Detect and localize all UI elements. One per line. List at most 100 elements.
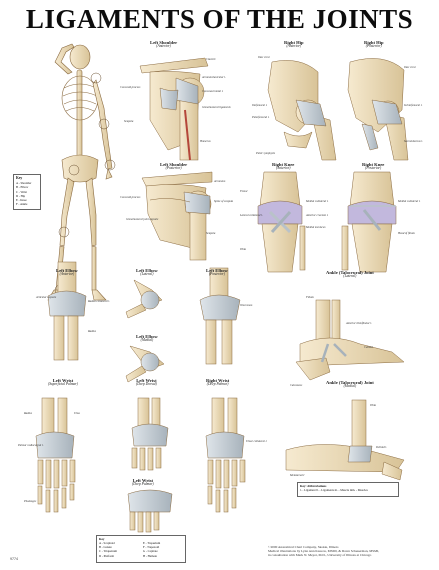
abbreviations-key: Key: Abbreviations l. - Ligament ll. - L… (297, 482, 399, 497)
knee-posterior-illustration (341, 171, 397, 273)
key-item: E - Knee (16, 198, 27, 203)
heading-right-hip-posterior: Right Hip(Posterior) (364, 40, 384, 49)
label: Coracoid process (120, 85, 141, 89)
joint-markers (54, 72, 116, 296)
heading-ankle-medial: Ankle (Talocrural) Joint(Medial) (326, 380, 374, 389)
elbow-posterior-illustration (199, 267, 241, 365)
wrist-deep-palmar-right-illustration (205, 397, 246, 513)
label: Medial collateral l. (398, 199, 421, 203)
wrist-key-item: E - Trapezium (143, 541, 161, 545)
poster-title: LIGAMENTS OF THE JOINTS (25, 4, 414, 34)
label: Scapula (124, 119, 134, 123)
heading-left-wrist-deep-palmar: Left Wrist(Deep Palmar) (132, 478, 154, 487)
label: Spine of scapula (214, 199, 234, 203)
elbow-anterior-illustration (47, 261, 87, 361)
heading-right-wrist-deep-palmar: Right Wrist(Deep Palmar) (206, 378, 230, 387)
label: Medial collateral l. (306, 199, 329, 203)
hip-posterior-illustration (347, 58, 409, 161)
shoulder-posterior-illustration (141, 171, 213, 261)
label: Head of fibula (398, 231, 415, 235)
wrist-key-item: C - Triquetrum (99, 549, 118, 554)
wrist-deep-dorsal-illustration (131, 397, 169, 471)
wrist-deep-palmar-left-illustration (127, 489, 173, 533)
label: Glenohumeral joint capsule (126, 217, 159, 221)
label: Anterior tibiofibular l. (346, 321, 372, 325)
key-item: F - Ankle (16, 202, 28, 207)
heading-ankle-lateral: Ankle (Talocrural) Joint(Lateral) (326, 270, 374, 279)
heading-left-elbow-anterior: Left Elbow(Anterior) (56, 268, 78, 277)
copyright-line: ©2000 Anatomical Chart Company, Skokie, … (268, 545, 339, 549)
consultant-line: in consultation with Mark N. Meyer, M.D.… (268, 553, 372, 558)
heading-left-elbow-posterior: Left Elbow(Posterior) (206, 268, 228, 277)
skeleton-figure (47, 43, 113, 301)
heading-left-elbow-medial: Left Elbow(Medial) (136, 334, 158, 343)
label: Glenohumeral ligaments (202, 105, 231, 109)
label: Articular capsule (36, 295, 57, 299)
key-item: D - Hip (16, 193, 26, 198)
key-item: A - Shoulder (16, 181, 32, 185)
key-title: Key (16, 176, 23, 180)
key-item: B - Elbow (16, 185, 29, 190)
label: Tibia (370, 403, 376, 407)
wrist-key-item: G - Capitate (143, 549, 158, 554)
label: Clavicle (206, 57, 216, 61)
label: Coracoacromial l. (202, 89, 224, 93)
heading-right-knee-posterior: Right Knee(Posterior) (362, 162, 385, 171)
elbow-lateral-illustration (125, 279, 163, 319)
label: Deltoid l. (376, 445, 387, 449)
heading-left-shoulder-posterior: Left Shoulder(Posterior) (160, 162, 188, 171)
label: Radius (24, 411, 33, 415)
elbow-medial-illustration (125, 345, 165, 383)
hip-anterior-illustration (267, 60, 337, 161)
skeleton-key: Key A - Shoulder B - Elbow C - Wrist D -… (13, 174, 41, 210)
wrist-bone-key: Key A - Scaphoid E - Trapezium B - Lunat… (96, 535, 186, 563)
label: Palmar radiocarpal l. (18, 443, 44, 447)
label: Scapula (206, 231, 216, 235)
wrist-key-item: B - Lunate (99, 545, 112, 550)
heading-left-wrist-superficial: Left Wrist(Superficial Palmar) (48, 378, 78, 387)
label: Sacrotuberous l. (404, 139, 423, 143)
label: Fibula (306, 295, 314, 299)
heading-right-knee-anterior: Right Knee(Anterior) (272, 162, 295, 171)
label: Pubic symphysis (256, 151, 276, 155)
heading-left-elbow-lateral: Left Elbow(Lateral) (136, 268, 158, 277)
wrist-key-item: A - Scaphoid (99, 541, 115, 545)
wrist-key-title: Key (99, 536, 105, 541)
label: Olecranon (240, 303, 253, 307)
wrist-key-item: F - Trapezoid (143, 545, 160, 550)
label: Radius (88, 329, 97, 333)
label: Iliac crest (258, 55, 270, 59)
abbreviations-title: Key: Abbreviations (300, 483, 327, 488)
abbreviations-text: l. - Ligament ll. - Ligaments m. - Muscl… (300, 488, 368, 492)
label: Anterior cruciate l. (306, 213, 329, 217)
knee-anterior-illustration (257, 171, 306, 273)
label: Ulna (74, 411, 80, 415)
wrist-key-item: H - Hamate (143, 553, 157, 558)
key-item: C - Wrist (16, 189, 27, 194)
wrist-key-item: D - Pisiform (99, 553, 114, 558)
label: Coracoid process (120, 195, 141, 199)
label: Tibia (240, 247, 246, 251)
label: Pubofemoral l. (252, 115, 270, 119)
label: Medial meniscus (306, 225, 326, 229)
label: Radial collateral l. (88, 299, 110, 303)
label: Acromioclavicular l. (202, 75, 226, 79)
label: Metatarsal I (290, 473, 305, 477)
ankle-medial-illustration (285, 399, 405, 481)
wrist-superficial-illustration (35, 397, 76, 513)
label: Ulnar collateral l. (246, 439, 268, 443)
heading-left-shoulder-anterior: Left Shoulder(Anterior) (150, 40, 178, 49)
label: Acromion (214, 179, 226, 183)
label: Lateral collateral l. (240, 213, 263, 217)
label: Calcaneus (290, 383, 303, 387)
chart-code: 9774 (10, 557, 18, 561)
ankle-lateral-illustration (295, 299, 405, 381)
illustrator-line: Medical illustrations by Lynn Ann Kassow… (268, 549, 380, 554)
label: Iliac crest (404, 65, 416, 69)
heading-left-wrist-deep-dorsal: Left Wrist(Deep Dorsal) (136, 378, 157, 387)
label: Iliofemoral l. (252, 103, 268, 107)
credits: ©2000 Anatomical Chart Company, Skokie, … (268, 545, 433, 558)
label: Phalanges (24, 499, 37, 503)
